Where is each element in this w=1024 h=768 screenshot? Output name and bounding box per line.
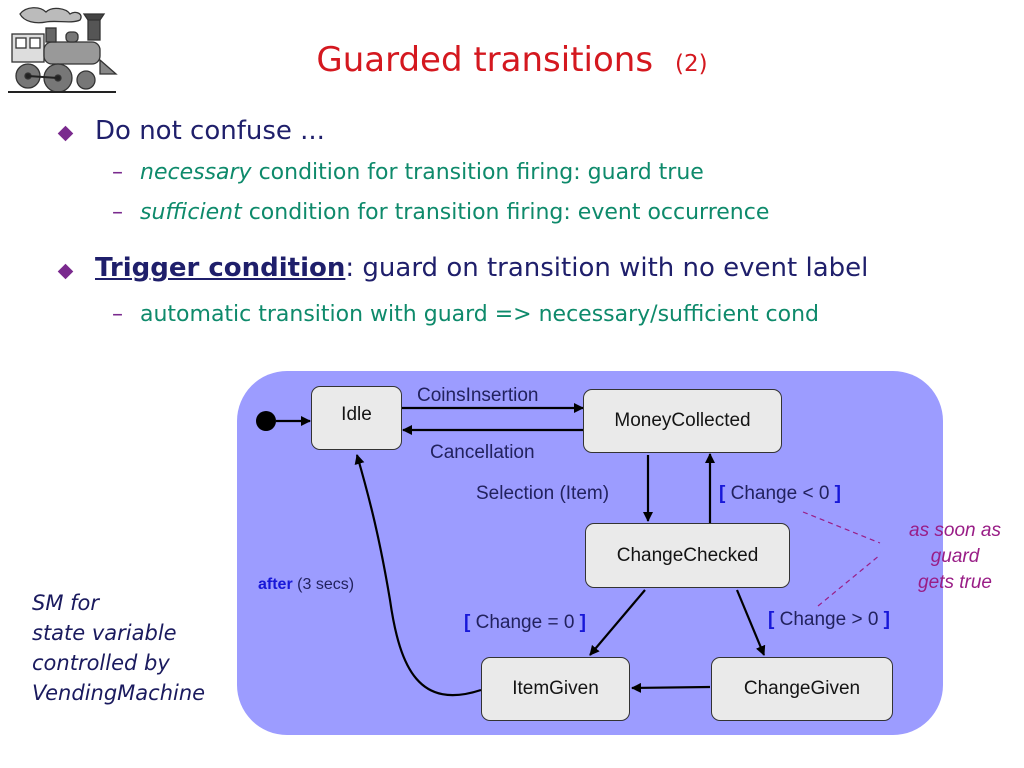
after-value: (3 secs) (297, 576, 355, 593)
note-pointer-line (817, 554, 881, 607)
bullet-1-text: Do not confuse ... (95, 116, 325, 146)
change-eq-arrow (589, 589, 646, 656)
sub-italic: necessary (140, 160, 252, 185)
label-cancellation: Cancellation (430, 442, 535, 463)
state-label: ItemGiven (512, 678, 599, 699)
label-selection: Selection (Item) (476, 483, 610, 504)
side-note-line: VendingMachine (32, 681, 206, 705)
note-pointer-line (802, 511, 881, 544)
label-change-eq: [ Change = 0 ] (464, 612, 586, 634)
label-after: after (3 secs) (258, 576, 354, 594)
state-label: ChangeGiven (743, 678, 861, 699)
guard-note-line: gets true (918, 572, 992, 593)
sub-text: condition for transition firing: guard t… (251, 160, 704, 185)
sub-bullet-necessary: necessary condition for transition firin… (140, 160, 704, 185)
side-note: SM for state variable controlled by Vend… (32, 588, 205, 708)
state-label: MoneyCollected (614, 410, 751, 431)
guard-text: Change = 0 (475, 612, 575, 633)
state-item-given: ItemGiven (481, 657, 630, 721)
state-money-collected: MoneyCollected (583, 389, 782, 453)
sub-bullet-sufficient: sufficient condition for transition firi… (140, 200, 769, 225)
guard-note: as soon as guard gets true (890, 518, 1020, 596)
guard-note-line: guard (930, 546, 980, 567)
side-note-line: SM for (32, 591, 99, 615)
side-note-line: controlled by (32, 651, 170, 675)
dash-icon: – (112, 302, 123, 327)
after-keyword: after (258, 576, 293, 593)
guard-note-line: as soon as (909, 520, 1001, 541)
label-change-gt: [ Change > 0 ] (768, 609, 890, 631)
bracket-close: ] (834, 483, 841, 504)
guard-text: Change > 0 (779, 609, 879, 630)
slide-title: Guarded transitions (2) (0, 40, 1024, 80)
state-change-checked: ChangeChecked (585, 523, 790, 588)
change-given-arrow (631, 682, 711, 693)
bullet-2: Trigger condition: guard on transition w… (95, 253, 868, 283)
state-label: ChangeChecked (616, 544, 759, 566)
state-label: Idle (341, 404, 372, 425)
locomotive-logo (8, 7, 118, 93)
bracket-close: ] (579, 612, 586, 633)
sub-bullet-automatic: automatic transition with guard => neces… (140, 302, 819, 327)
sub-text: condition for transition firing: event o… (241, 200, 770, 225)
bracket-close: ] (883, 609, 890, 630)
bracket-open: [ (768, 609, 775, 630)
bullet-2-bold: Trigger condition (95, 253, 346, 283)
label-coins-insertion: CoinsInsertion (417, 385, 539, 406)
bracket-open: [ (719, 483, 726, 504)
bullet-2-text: : guard on transition with no event labe… (345, 253, 869, 283)
after-arrow (354, 454, 482, 697)
change-gt-arrow (735, 589, 766, 656)
state-idle: Idle (311, 386, 402, 450)
title-number: (2) (675, 51, 708, 77)
label-change-lt: [ Change < 0 ] (719, 483, 841, 505)
bracket-open: [ (464, 612, 471, 633)
side-note-line: state variable (32, 621, 177, 645)
bullet-1: Do not confuse ... (95, 116, 325, 146)
state-change-given: ChangeGiven (711, 657, 893, 721)
sub-italic: sufficient (140, 200, 242, 225)
dash-icon: – (112, 200, 123, 225)
dash-icon: – (112, 160, 123, 185)
sub-text: automatic transition with guard => neces… (140, 302, 820, 327)
initial-state-dot (256, 411, 276, 431)
title-text: Guarded transitions (316, 40, 654, 80)
guard-text: Change < 0 (730, 483, 830, 504)
